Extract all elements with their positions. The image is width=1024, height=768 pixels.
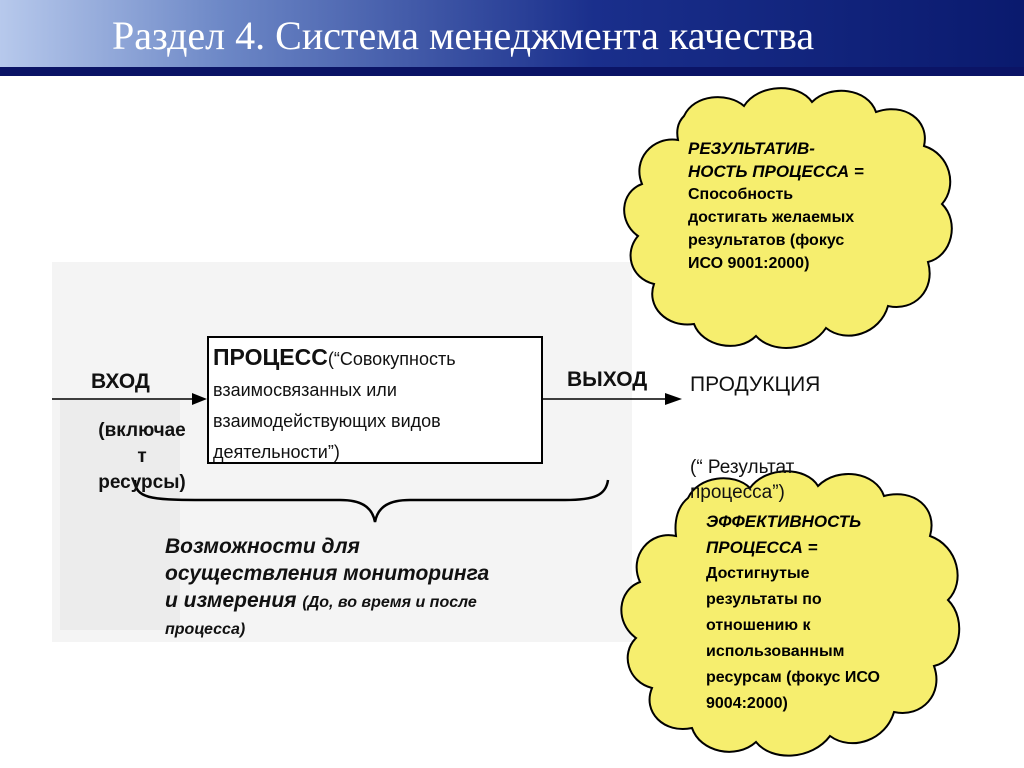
output-arrow-head (665, 393, 682, 405)
effectiveness-cloud-shape (623, 87, 953, 349)
efficiency-title-line: ПРОЦЕССА = (706, 538, 818, 557)
efficiency-body-line: Достигнутые (706, 565, 810, 582)
monitoring-line: и измерения (165, 589, 297, 612)
monitoring-line: Возможности для (165, 535, 360, 558)
slide-title: Раздел 4. Система менеджмента качества (112, 13, 815, 58)
monitoring-note-tail: процесса) (165, 621, 246, 638)
effectiveness-title-line: НОСТЬ ПРОЦЕССА = (688, 162, 864, 181)
process-desc-line: взаимосвязанных или (213, 380, 397, 400)
effectiveness-cloud-text: РЕЗУЛЬТАТИВ- НОСТЬ ПРОЦЕССА = Способност… (688, 137, 864, 275)
effectiveness-body-line: Способность (688, 186, 794, 203)
efficiency-cloud-text: ЭФФЕКТИВНОСТЬ ПРОЦЕССА = Достигнутые рез… (706, 509, 880, 717)
product-note-line: (“ Результат (690, 457, 795, 478)
efficiency-title-line: ЭФФЕКТИВНОСТЬ (706, 512, 862, 531)
efficiency-body-line: результаты по (706, 591, 822, 608)
effectiveness-body-line: ИСО 9001:2000) (688, 255, 810, 272)
slide-header: Раздел 4. Система менеджмента качества (0, 0, 1024, 72)
header-divider (0, 67, 1024, 76)
input-note-line: ресурсы) (98, 472, 186, 493)
efficiency-cloud-shape (620, 470, 961, 757)
monitoring-brace (133, 479, 610, 523)
monitoring-text: Возможности для осуществления мониторинг… (165, 533, 489, 616)
input-arrow-head (192, 393, 207, 405)
efficiency-body-line: отношению к (706, 617, 811, 634)
process-box (207, 336, 543, 464)
effectiveness-body-line: достигать желаемых (688, 209, 855, 226)
efficiency-body-line: 9004:2000) (706, 695, 788, 712)
monitoring-note: (До, во время и после (302, 594, 477, 611)
process-desc-line: деятельности”) (213, 442, 340, 462)
product-note: (“ Результат процесса”) (690, 455, 794, 505)
output-label: ВЫХОД (567, 368, 648, 391)
efficiency-body-line: использованным (706, 643, 845, 660)
effectiveness-title-line: РЕЗУЛЬТАТИВ- (688, 139, 815, 158)
input-note: (включае т ресурсы) (84, 418, 200, 496)
process-desc-line: (“Совокупность (327, 349, 456, 369)
product-note-line: процесса”) (690, 482, 785, 503)
process-desc-line: взаимодействующих видов (213, 411, 441, 431)
input-note-line: (включае (98, 420, 186, 441)
efficiency-body-line: ресурсам (фокус ИСО (706, 669, 880, 686)
process-definition: ПРОЦЕСС(“Совокупность взаимосвязанных ил… (213, 342, 456, 468)
product-label: ПРОДУКЦИЯ (690, 373, 821, 396)
monitoring-line: осуществления мониторинга (165, 562, 490, 585)
input-label: ВХОД (91, 370, 150, 393)
input-note-line: т (137, 446, 147, 467)
background-building (60, 400, 180, 630)
process-title: ПРОЦЕСС (213, 344, 328, 370)
effectiveness-body-line: результатов (фокус (688, 232, 845, 249)
